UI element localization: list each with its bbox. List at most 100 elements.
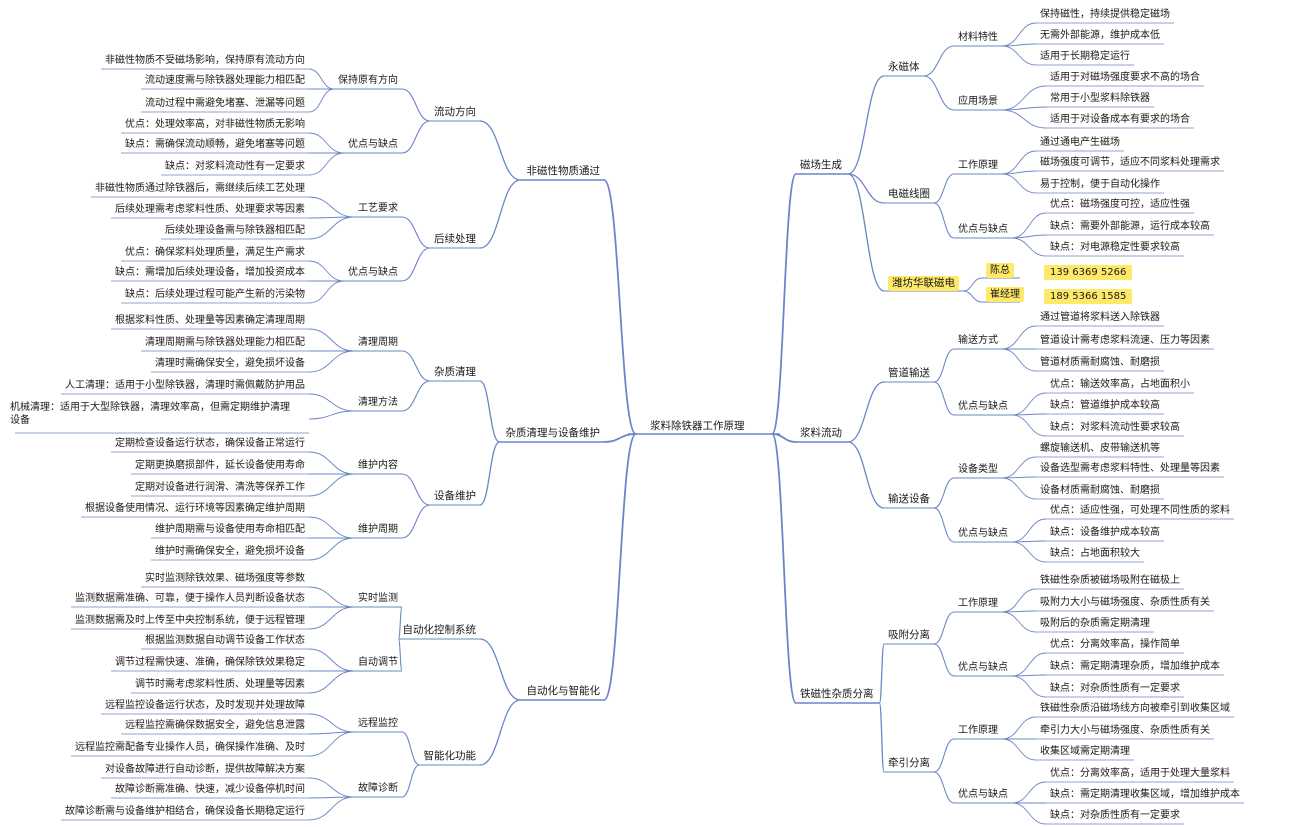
leaf-left-2-1-1-1[interactable]: 故障诊断需准确、快速，减少设备停机时间 (115, 784, 305, 795)
leaf-left-0-1-0-1[interactable]: 后续处理需考虑浆料性质、处理要求等因素 (115, 204, 305, 215)
leaf-2-1-0-2[interactable]: 收集区域需定期清理 (1040, 746, 1130, 757)
topic-left-0-1-1[interactable]: 优点与缺点 (348, 267, 398, 278)
branch-2[interactable]: 铁磁性杂质分离 (800, 688, 874, 700)
subtopic-left-2-1[interactable]: 智能化功能 (423, 750, 477, 762)
leaf-1-1-1-0[interactable]: 优点：适应性强，可处理不同性质的浆料 (1050, 505, 1230, 516)
leaf-left-2-0-1-0[interactable]: 根据监测数据自动调节设备工作状态 (145, 635, 305, 646)
subtopic-1-0[interactable]: 管道输送 (888, 367, 930, 379)
leaf-2-0-0-1[interactable]: 吸附力大小与磁场强度、杂质性质有关 (1040, 597, 1210, 608)
contact-phone-0[interactable]: 139 6369 5266 (1044, 265, 1133, 280)
subtopic-1-1[interactable]: 输送设备 (888, 493, 930, 505)
leaf-left-0-0-0-2[interactable]: 流动过程中需避免堵塞、泄漏等问题 (145, 98, 305, 109)
leaf-1-1-0-2[interactable]: 设备材质需耐腐蚀、耐磨损 (1040, 485, 1160, 496)
leaf-2-1-0-1[interactable]: 牵引力大小与磁场强度、杂质性质有关 (1040, 725, 1210, 736)
leaf-left-2-1-1-0[interactable]: 对设备故障进行自动诊断，提供故障解决方案 (105, 764, 305, 775)
branch-1[interactable]: 浆料流动 (800, 427, 842, 439)
topic-2-0-0[interactable]: 工作原理 (958, 598, 998, 609)
topic-1-1-1[interactable]: 优点与缺点 (958, 528, 1008, 539)
subtopic-0-1[interactable]: 电磁线圈 (888, 188, 930, 200)
leaf-left-1-0-0-0[interactable]: 根据浆料性质、处理量等因素确定清理周期 (115, 315, 305, 326)
leaf-2-0-1-1[interactable]: 缺点：需定期清理杂质，增加维护成本 (1050, 661, 1220, 672)
root-topic[interactable]: 浆料除铁器工作原理 (650, 420, 745, 432)
leaf-1-1-1-2[interactable]: 缺点：占地面积较大 (1050, 548, 1140, 559)
subtopic-left-0-0[interactable]: 流动方向 (434, 106, 476, 118)
subtopic-0-2[interactable]: 潍坊华联磁电 (888, 276, 959, 291)
leaf-left-0-0-1-0[interactable]: 优点：处理效率高，对非磁性物质无影响 (125, 119, 305, 130)
leaf-0-1-0-2[interactable]: 易于控制，便于自动化操作 (1040, 179, 1160, 190)
topic-left-2-1-0[interactable]: 远程监控 (358, 718, 398, 729)
leaf-0-0-0-1[interactable]: 无需外部能源，维护成本低 (1040, 30, 1160, 41)
topic-2-0-1[interactable]: 优点与缺点 (958, 662, 1008, 673)
leaf-left-1-0-0-1[interactable]: 清理周期需与除铁器处理能力相匹配 (145, 337, 305, 348)
leaf-left-0-1-0-0[interactable]: 非磁性物质通过除铁器后，需继续后续工艺处理 (95, 183, 305, 194)
leaf-2-1-0-0[interactable]: 铁磁性杂质沿磁场线方向被牵引到收集区域 (1040, 703, 1230, 714)
topic-left-1-1-0[interactable]: 维护内容 (358, 460, 398, 471)
leaf-0-0-1-0[interactable]: 适用于对磁场强度要求不高的场合 (1050, 72, 1200, 83)
leaf-left-2-0-1-2[interactable]: 调节时需考虑浆料性质、处理量等因素 (135, 679, 305, 690)
leaf-2-1-1-2[interactable]: 缺点：对杂质性质有一定要求 (1050, 810, 1180, 821)
leaf-0-0-0-0[interactable]: 保持磁性，持续提供稳定磁场 (1040, 9, 1170, 20)
leaf-0-1-0-0[interactable]: 通过通电产生磁场 (1040, 137, 1120, 148)
leaf-left-0-1-1-1[interactable]: 缺点：需增加后续处理设备，增加投资成本 (115, 267, 305, 278)
branch-0[interactable]: 磁场生成 (800, 159, 842, 171)
leaf-left-1-1-0-2[interactable]: 定期对设备进行润滑、清洗等保养工作 (135, 482, 305, 493)
subtopic-left-1-1[interactable]: 设备维护 (434, 490, 476, 502)
leaf-1-0-1-1[interactable]: 缺点：管道维护成本较高 (1050, 400, 1160, 411)
leaf-1-0-0-1[interactable]: 管道设计需考虑浆料流速、压力等因素 (1040, 335, 1210, 346)
topic-left-0-1-0[interactable]: 工艺要求 (358, 203, 398, 214)
leaf-left-1-0-1-0[interactable]: 人工清理：适用于小型除铁器，清理时需佩戴防护用品 (65, 380, 305, 391)
leaf-left-0-0-1-1[interactable]: 缺点：需确保流动顺畅，避免堵塞等问题 (125, 139, 305, 150)
topic-left-1-0-0[interactable]: 清理周期 (358, 337, 398, 348)
leaf-left-2-0-1-1[interactable]: 调节过程需快速、准确，确保除铁效果稳定 (115, 657, 305, 668)
topic-1-1-0[interactable]: 设备类型 (958, 464, 998, 475)
leaf-left-2-0-0-2[interactable]: 监测数据需及时上传至中央控制系统，便于远程管理 (75, 615, 305, 626)
leaf-0-0-0-2[interactable]: 适用于长期稳定运行 (1040, 51, 1130, 62)
leaf-2-1-1-0[interactable]: 优点：分离效率高，适用于处理大量浆料 (1050, 768, 1230, 779)
leaf-left-2-1-0-1[interactable]: 远程监控需确保数据安全，避免信息泄露 (125, 720, 305, 731)
leaf-left-0-1-0-2[interactable]: 后续处理设备需与除铁器相匹配 (165, 225, 305, 236)
leaf-0-1-1-2[interactable]: 缺点：对电源稳定性要求较高 (1050, 242, 1180, 253)
topic-1-0-0[interactable]: 输送方式 (958, 335, 998, 346)
topic-0-0-1[interactable]: 应用场景 (958, 96, 998, 107)
leaf-2-0-0-2[interactable]: 吸附后的杂质需定期清理 (1040, 618, 1150, 629)
leaf-left-0-0-0-1[interactable]: 流动速度需与除铁器处理能力相匹配 (145, 75, 305, 86)
topic-left-2-0-0[interactable]: 实时监测 (358, 593, 398, 604)
leaf-left-1-1-0-0[interactable]: 定期检查设备运行状态，确保设备正常运行 (115, 438, 305, 449)
topic-left-2-1-1[interactable]: 故障诊断 (358, 783, 398, 794)
leaf-left-2-1-0-2[interactable]: 远程监控需配备专业操作人员，确保操作准确、及时 (75, 742, 305, 753)
leaf-0-0-1-2[interactable]: 适用于对设备成本有要求的场合 (1050, 114, 1190, 125)
topic-0-0-0[interactable]: 材料特性 (958, 32, 998, 43)
topic-left-0-0-1[interactable]: 优点与缺点 (348, 139, 398, 150)
leaf-1-0-0-2[interactable]: 管道材质需耐腐蚀、耐磨损 (1040, 357, 1160, 368)
contact-name-0[interactable]: 陈总 (986, 263, 1014, 278)
leaf-0-1-0-1[interactable]: 磁场强度可调节，适应不同浆料处理需求 (1040, 157, 1220, 168)
leaf-left-1-1-1-0[interactable]: 根据设备使用情况、运行环境等因素确定维护周期 (85, 503, 305, 514)
topic-left-0-0-0[interactable]: 保持原有方向 (338, 75, 398, 86)
leaf-0-1-1-0[interactable]: 优点：磁场强度可控，适应性强 (1050, 199, 1190, 210)
leaf-left-1-0-0-2[interactable]: 清理时需确保安全，避免损坏设备 (155, 358, 305, 369)
topic-2-1-1[interactable]: 优点与缺点 (958, 789, 1008, 800)
leaf-left-2-0-0-1[interactable]: 监测数据需准确、可靠，便于操作人员判断设备状态 (75, 593, 305, 604)
leaf-left-1-1-1-1[interactable]: 维护周期需与设备使用寿命相匹配 (155, 524, 305, 535)
topic-0-1-1[interactable]: 优点与缺点 (958, 224, 1008, 235)
subtopic-left-2-0[interactable]: 自动化控制系统 (402, 624, 477, 636)
subtopic-left-0-1[interactable]: 后续处理 (434, 233, 476, 245)
leaf-left-1-1-0-1[interactable]: 定期更换磨损部件，延长设备使用寿命 (135, 460, 305, 471)
contact-name-1[interactable]: 崔经理 (986, 287, 1024, 302)
leaf-left-2-0-0-0[interactable]: 实时监测除铁效果、磁场强度等参数 (145, 573, 305, 584)
leaf-2-1-1-1[interactable]: 缺点：需定期清理收集区域，增加维护成本 (1050, 789, 1240, 800)
leaf-2-0-1-2[interactable]: 缺点：对杂质性质有一定要求 (1050, 683, 1180, 694)
topic-1-0-1[interactable]: 优点与缺点 (958, 401, 1008, 412)
leaf-left-1-1-1-2[interactable]: 维护时需确保安全，避免损坏设备 (155, 546, 305, 557)
leaf-1-1-1-1[interactable]: 缺点：设备维护成本较高 (1050, 527, 1160, 538)
leaf-left-2-1-1-2[interactable]: 故障诊断需与设备维护相结合，确保设备长期稳定运行 (65, 806, 305, 817)
subtopic-0-0[interactable]: 永磁体 (888, 61, 920, 73)
subtopic-left-1-0[interactable]: 杂质清理 (434, 366, 476, 378)
leaf-left-0-1-1-0[interactable]: 优点：确保浆料处理质量，满足生产需求 (125, 247, 305, 258)
leaf-1-0-1-2[interactable]: 缺点：对浆料流动性要求较高 (1050, 422, 1180, 433)
leaf-left-1-0-1-1[interactable]: 机械清理：适用于大型除铁器，清理效率高，但需定期维护清理设备 (10, 402, 290, 426)
topic-left-2-0-1[interactable]: 自动调节 (358, 657, 398, 668)
leaf-1-0-0-0[interactable]: 通过管道将浆料送入除铁器 (1040, 312, 1160, 323)
leaf-0-1-1-1[interactable]: 缺点：需要外部能源，运行成本较高 (1050, 221, 1210, 232)
branch-left-0[interactable]: 非磁性物质通过 (526, 165, 601, 177)
